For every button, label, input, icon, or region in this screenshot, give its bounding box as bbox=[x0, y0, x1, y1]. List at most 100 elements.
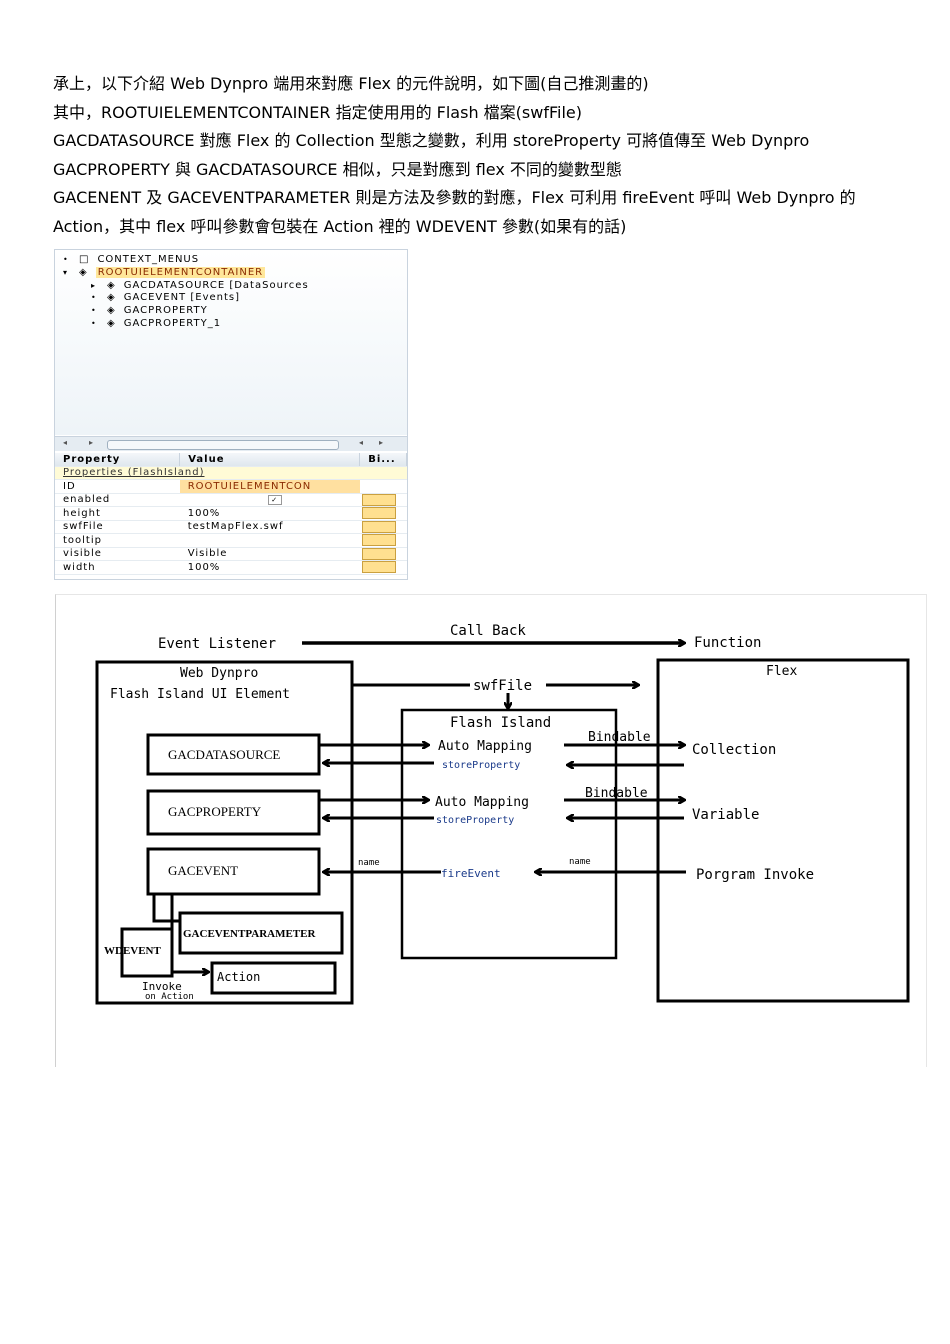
swffile-label: swfFile bbox=[473, 678, 532, 694]
wdevent-label: WDEVENT bbox=[104, 945, 162, 957]
binding-cell[interactable] bbox=[359, 520, 407, 534]
tree-node[interactable]: •□CONTEXT_MENUS bbox=[63, 254, 199, 266]
tree-node[interactable]: •◈GACPROPERTY bbox=[91, 305, 208, 317]
gaceventparameter-label: GACEVENTPARAMETER bbox=[183, 928, 316, 940]
property-value[interactable]: Visible bbox=[179, 547, 360, 561]
property-name: visible bbox=[55, 547, 180, 561]
binding-button[interactable] bbox=[361, 534, 396, 547]
description-text: 承上，以下介紹 Web Dynpro 端用來對應 Flex 的元件說明，如下圖(… bbox=[53, 70, 923, 241]
property-value[interactable]: 100% bbox=[179, 506, 360, 521]
web-dynpro-box bbox=[95, 660, 354, 1005]
event-connector bbox=[152, 894, 180, 923]
tree-node[interactable]: • ◈ GACEVENT [Events] bbox=[91, 292, 240, 304]
binding-cell[interactable] bbox=[359, 493, 407, 507]
binding-cell[interactable] bbox=[359, 547, 407, 561]
auto-mapping-label: Auto Mapping bbox=[438, 739, 532, 754]
flash-island-label: Flash Island bbox=[450, 715, 551, 731]
tree-node-label: GACEVENT [Events] bbox=[123, 292, 241, 304]
gacproperty-label: GACPROPERTY bbox=[168, 804, 262, 819]
tree-node[interactable]: ▸◈GACDATASOURCE [DataSources bbox=[91, 280, 309, 292]
binding-button[interactable] bbox=[361, 493, 396, 506]
ui-element-icon: ◈ bbox=[79, 266, 88, 278]
binding-button[interactable] bbox=[361, 547, 396, 560]
on-action-label: on Action bbox=[145, 992, 194, 1002]
store-property-label: storeProperty bbox=[442, 760, 520, 771]
name-label: name bbox=[569, 857, 591, 867]
properties-table: Property Value Bi... Properties (FlashIs… bbox=[55, 453, 407, 575]
binding-cell[interactable] bbox=[359, 560, 407, 575]
property-value[interactable] bbox=[179, 533, 360, 548]
property-row[interactable]: enabled✓ bbox=[55, 493, 407, 507]
paragraph-line: GACDATASOURCE 對應 Flex 的 Collection 型態之變數… bbox=[53, 131, 810, 150]
tree-node[interactable]: ▾ ◈ ROOTUIELEMENTCONTAINER bbox=[63, 266, 266, 279]
property-value[interactable]: ROOTUIELEMENTCON bbox=[179, 479, 360, 494]
tree-expander-icon[interactable]: • bbox=[91, 293, 97, 303]
binding-cell[interactable] bbox=[359, 506, 407, 521]
function-label: Function bbox=[694, 635, 761, 651]
binding-button[interactable] bbox=[361, 507, 396, 520]
tree-node[interactable]: • ◈ GACPROPERTY_1 bbox=[91, 318, 221, 330]
gacevent-label: GACEVENT bbox=[168, 863, 238, 878]
property-name: ID bbox=[55, 479, 180, 494]
flex-label: Flex bbox=[766, 664, 797, 679]
store-property-label: storeProperty bbox=[436, 815, 514, 826]
element-tree: •□CONTEXT_MENUS▾ ◈ ROOTUIELEMENTCONTAINER ▸… bbox=[55, 250, 407, 435]
horizontal-scrollbar[interactable]: ◂ ▸ ◂ ▸ bbox=[55, 436, 407, 451]
binding-cell[interactable] bbox=[359, 479, 407, 494]
paragraph-line: Action，其中 flex 呼叫參數會包裝在 Action 裡的 WDEVEN… bbox=[53, 216, 627, 236]
gacdatasource-box bbox=[146, 733, 321, 776]
binding-button[interactable] bbox=[361, 520, 396, 533]
event-listener-label: Event Listener bbox=[158, 636, 276, 652]
ui-element-icon: ◈ bbox=[107, 318, 116, 329]
binding-button[interactable] bbox=[361, 561, 396, 574]
tree-expander-icon[interactable]: ▾ bbox=[63, 267, 69, 277]
enabled-checkbox[interactable]: ✓ bbox=[267, 495, 282, 506]
property-name: tooltip bbox=[55, 533, 180, 548]
property-name: width bbox=[55, 560, 180, 575]
web-dynpro-title: Web Dynpro bbox=[180, 666, 258, 681]
invoke-label: Invoke bbox=[142, 980, 182, 993]
column-header: Property bbox=[55, 453, 181, 467]
program-invoke-label: Porgram Invoke bbox=[696, 867, 814, 883]
bindable-label: Bindable bbox=[585, 786, 648, 801]
scroll-thumb[interactable] bbox=[107, 440, 339, 450]
variable-label: Variable bbox=[692, 807, 759, 823]
tree-node-label: ROOTUIELEMENTCONTAINER bbox=[95, 266, 266, 278]
tree-expander-icon[interactable]: • bbox=[63, 255, 69, 264]
property-name: height bbox=[55, 506, 180, 521]
scroll-right-icon[interactable]: ▸ bbox=[89, 438, 95, 447]
tree-expander-icon[interactable]: • bbox=[91, 306, 97, 316]
tree-node-label: CONTEXT_MENUS bbox=[97, 254, 200, 265]
tree-node-label: GACDATASOURCE [DataSources bbox=[123, 279, 309, 291]
property-row[interactable]: tooltip bbox=[55, 533, 407, 548]
tree-expander-icon[interactable]: • bbox=[91, 319, 97, 328]
property-value[interactable]: 100% bbox=[179, 560, 360, 575]
auto-mapping-label: Auto Mapping bbox=[435, 795, 529, 810]
scroll-right-icon[interactable]: ▸ bbox=[379, 438, 385, 447]
scroll-left-icon[interactable]: ◂ bbox=[63, 438, 69, 447]
gacevent-box bbox=[146, 847, 321, 896]
paragraph-line: 承上，以下介紹 Web Dynpro 端用來對應 Flex 的元件說明，如下圖(… bbox=[53, 74, 649, 93]
gaceventparameter-box bbox=[178, 911, 344, 955]
tree-node-label: GACPROPERTY_1 bbox=[123, 318, 222, 329]
collection-label: Collection bbox=[692, 742, 776, 758]
web-dynpro-subtitle: Flash Island UI Element bbox=[110, 687, 290, 702]
property-value[interactable]: testMapFlex.swf bbox=[179, 520, 360, 534]
scroll-left-icon[interactable]: ◂ bbox=[359, 438, 365, 447]
call-back-label: Call Back bbox=[450, 623, 526, 639]
tree-expander-icon[interactable]: ▸ bbox=[91, 280, 97, 290]
bindable-label: Bindable bbox=[588, 730, 651, 745]
paragraph-line: GACENENT 及 GACEVENTPARAMETER 則是方法及參數的對應，… bbox=[53, 188, 856, 207]
flash-island-box bbox=[400, 708, 618, 960]
gacdatasource-label: GACDATASOURCE bbox=[168, 747, 280, 762]
action-box bbox=[210, 961, 337, 995]
property-value[interactable]: ✓ bbox=[179, 493, 360, 507]
ui-element-icon: ◈ bbox=[107, 292, 116, 304]
column-header: Bi... bbox=[359, 453, 407, 467]
binding-cell[interactable] bbox=[359, 533, 407, 548]
